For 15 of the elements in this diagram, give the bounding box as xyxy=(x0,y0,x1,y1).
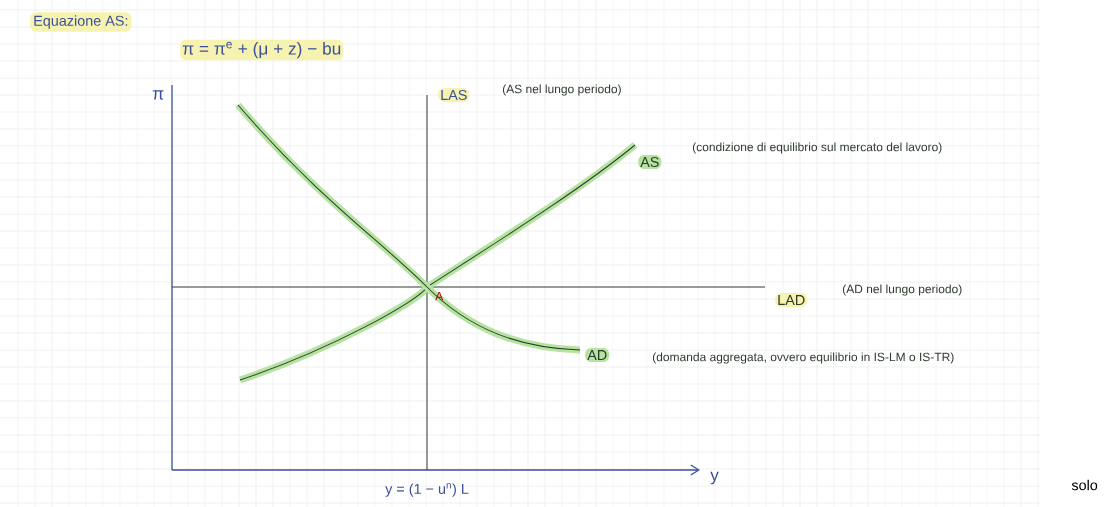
axis-label: y = (1 − u$^{n}$) L xyxy=(385,483,469,497)
curve-label: LAD xyxy=(775,293,808,307)
note: (AS nel lungo periodo) xyxy=(502,84,621,96)
curve-label: AS xyxy=(638,154,662,170)
axis-label: y xyxy=(710,471,719,485)
curve-label: LAS xyxy=(438,87,470,103)
note: (domanda aggregata, ovvero equilibrio in IS-LM o IS-TR) xyxy=(652,352,954,364)
equation: π = π$^{e}$ + (μ + z) − bu xyxy=(180,39,344,61)
curve-label: AD xyxy=(585,348,610,362)
axis-label: π xyxy=(152,90,164,100)
note: (condizione di equilibrio sul mercato del lavoro) xyxy=(692,142,942,154)
title: Equazione AS: xyxy=(30,12,132,32)
point-label: A xyxy=(435,291,444,301)
caption-text: solo xyxy=(1071,479,1098,491)
note: (AD nel lungo periodo) xyxy=(842,284,962,296)
